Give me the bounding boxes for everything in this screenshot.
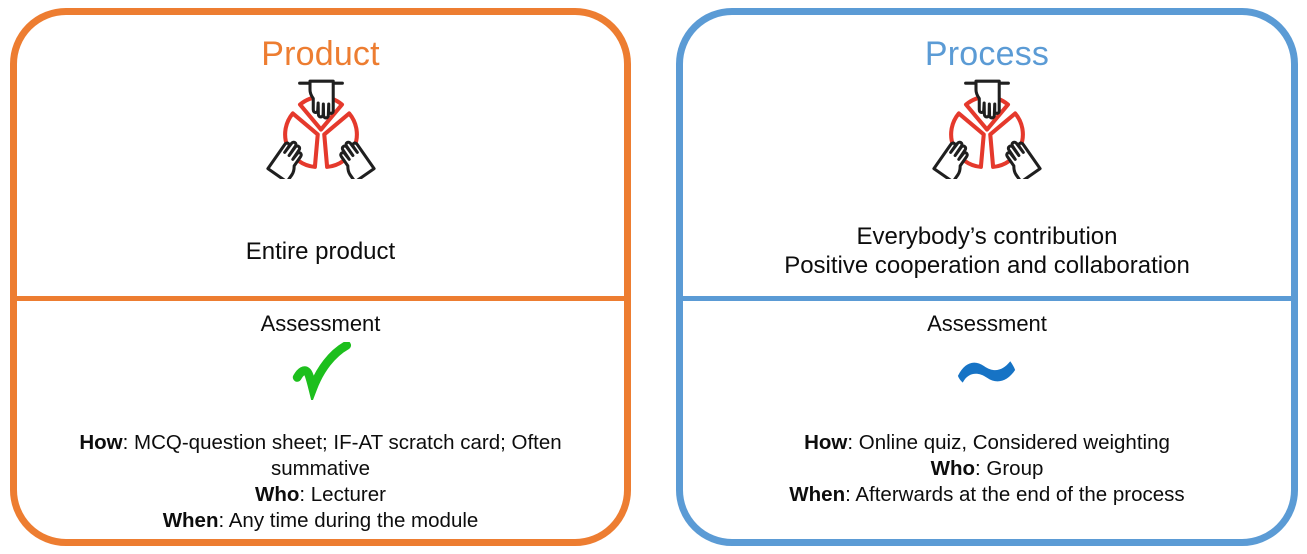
product-details: How: MCQ-question sheet; IF-AT scratch c… — [27, 430, 614, 534]
detail-who: Who: Group — [693, 456, 1281, 482]
detail-text: : Afterwards at the end of the process — [845, 483, 1185, 506]
product-divider-line — [17, 296, 624, 301]
description-line: Entire product — [245, 237, 396, 265]
checkmark-icon — [292, 342, 351, 400]
detail-who: Who: Lecturer — [27, 482, 614, 508]
detail-label: When — [789, 483, 846, 506]
detail-when: When: Afterwards at the end of the proce… — [693, 482, 1281, 508]
product-card-title: Product — [261, 35, 380, 73]
hands-holding-circle-icon — [931, 77, 1043, 179]
hands-holding-circle-icon — [265, 77, 377, 179]
tilde-wave-icon — [957, 361, 1016, 383]
process-description: Everybody’s contribution Positive cooper… — [683, 218, 1291, 284]
detail-how: How: MCQ-question sheet; IF-AT scratch c… — [27, 430, 614, 482]
product-assessment-label: Assessment — [260, 311, 381, 336]
process-mark-area — [683, 339, 1291, 403]
detail-when: When: Any time during the module — [27, 508, 614, 534]
detail-label: Who — [254, 483, 300, 506]
process-divider-line — [683, 296, 1291, 301]
detail-text: : Online quiz, Considered weighting — [847, 431, 1170, 454]
detail-text: : MCQ-question sheet; IF-AT scratch card… — [122, 431, 562, 480]
detail-label: How — [79, 431, 123, 454]
process-details: How: Online quiz, Considered weighting W… — [693, 430, 1281, 508]
detail-how: How: Online quiz, Considered weighting — [693, 430, 1281, 456]
detail-text: : Group — [975, 457, 1044, 480]
detail-label: How — [804, 431, 848, 454]
product-description: Entire product — [17, 218, 624, 284]
product-card: Product Entire product Assessment How: M… — [10, 8, 631, 546]
detail-text: : Lecturer — [299, 483, 386, 506]
process-assessment-label: Assessment — [927, 311, 1047, 336]
process-card-title: Process — [924, 35, 1050, 73]
product-mark-area — [17, 339, 624, 403]
detail-text: : Any time during the module — [218, 509, 479, 532]
description-line: Everybody’s contribution — [856, 223, 1118, 250]
description-line: Positive cooperation and collaboration — [784, 252, 1190, 279]
process-card: Process Everybody’s contribution Positiv… — [676, 8, 1298, 546]
detail-label: When — [162, 509, 219, 532]
detail-label: Who — [930, 457, 976, 480]
